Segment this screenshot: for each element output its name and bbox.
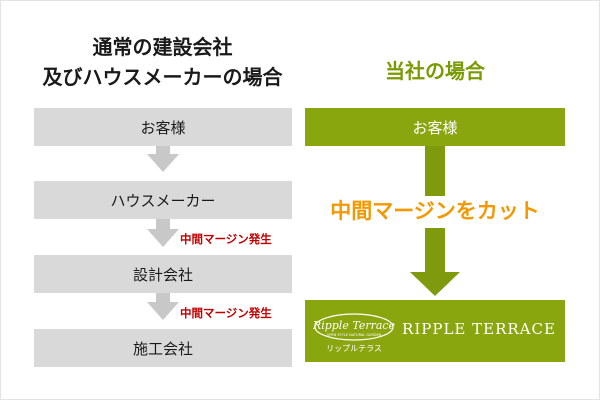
left-arrow-3-stem bbox=[156, 293, 170, 302]
ripple-terrace-kana: リップルテラス bbox=[326, 344, 382, 353]
cut-label-background bbox=[318, 196, 550, 228]
right-step-customer: お客様 bbox=[305, 108, 565, 146]
left-arrow-3 bbox=[147, 302, 179, 320]
left-step-construction: 施工会社 bbox=[34, 329, 292, 367]
margin-note-1: 中間マージン発生 bbox=[180, 232, 272, 246]
left-arrow-1 bbox=[147, 154, 179, 172]
logo-text: Ripple Terrace bbox=[313, 319, 395, 332]
left-title-line1: 通常の建設会社 bbox=[92, 35, 233, 59]
right-arrow-head bbox=[410, 272, 460, 296]
margin-note-2: 中間マージン発生 bbox=[180, 306, 272, 320]
left-step-design: 設計会社 bbox=[34, 255, 292, 293]
logo-subtext: OPEN STYLE NATURAL GARDEN bbox=[327, 333, 382, 337]
cut-label: 中間マージンをカット bbox=[330, 199, 540, 223]
ripple-terrace-logo: Ripple Terrace OPEN STYLE NATURAL GARDEN bbox=[313, 313, 395, 341]
ripple-terrace-name: RIPPLE TERRACE bbox=[402, 320, 556, 338]
right-title: 当社の場合 bbox=[385, 59, 485, 83]
left-arrow-2 bbox=[147, 229, 179, 247]
ripple-terrace-box bbox=[305, 300, 565, 362]
left-step-housemaker: ハウスメーカー bbox=[34, 181, 292, 219]
left-step-customer: お客様 bbox=[34, 108, 292, 146]
left-title: 通常の建設会社 及びハウスメーカーの場合 bbox=[30, 32, 295, 92]
left-title-line2: 及びハウスメーカーの場合 bbox=[42, 65, 283, 89]
left-arrow-1-stem bbox=[156, 146, 170, 154]
left-arrow-2-stem bbox=[156, 219, 170, 229]
